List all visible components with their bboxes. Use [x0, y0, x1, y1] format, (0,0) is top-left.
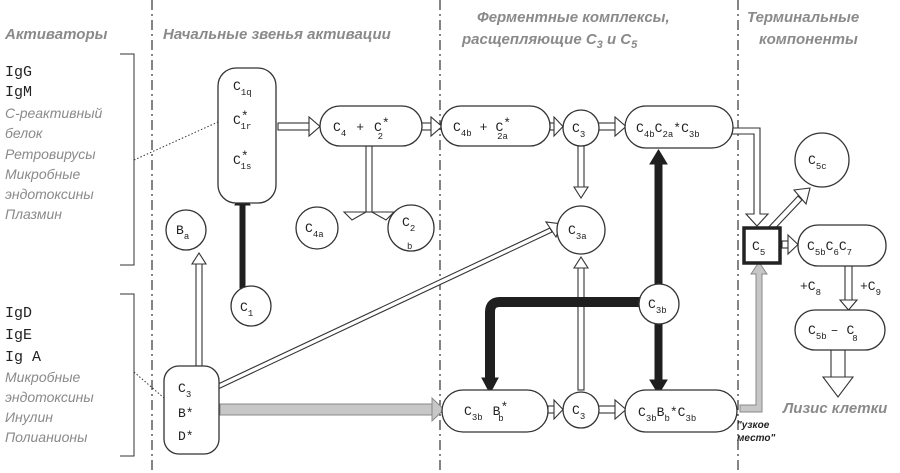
svg-text:C2: C2 — [402, 215, 415, 234]
label-c1s: C*1s — [233, 149, 251, 172]
activator-ige: IgE — [5, 327, 32, 344]
dotted-connector-alternative — [133, 371, 165, 399]
svg-text:C3bB*b: C3bB*b — [464, 400, 508, 424]
arrow-c4c2-to-c4b2a — [420, 115, 443, 138]
svg-text:C4bC2a*C3b: C4bC2a*C3b — [636, 121, 700, 140]
activator-plasmin: Плазмин — [5, 206, 62, 222]
arrow-c3b-to-convertase-top — [649, 149, 668, 289]
node-c2b: C2 b — [387, 204, 435, 252]
header-terminal-line1: Терминальные — [747, 9, 859, 26]
svg-text:C5b–C8: C5b–C8 — [808, 323, 858, 344]
activators-top-list: IgG IgM С-реактивный белок Ретровирусы М… — [5, 64, 103, 222]
svg-text:C3: C3 — [572, 403, 585, 422]
svg-text:C4b+C*2a: C4b+C*2a — [453, 116, 511, 142]
arrow-c5-to-c5b67 — [781, 233, 799, 256]
header-terminal-line2: компоненты — [759, 31, 858, 48]
svg-text:C5: C5 — [752, 239, 765, 258]
activator-iga: Ig A — [5, 349, 41, 366]
node-alt-c3bd: C3 B* D* — [163, 365, 220, 455]
arrow-c3b-to-convertase-bot — [649, 319, 668, 395]
arrow-c5b67-to-c5b8 — [838, 265, 859, 311]
activator-microbial-2: Микробные — [5, 369, 81, 385]
header-activators: Активаторы — [4, 26, 108, 43]
node-c1: C1 — [230, 285, 272, 327]
label-c1q: C1q — [233, 79, 252, 98]
svg-text:b: b — [407, 242, 412, 252]
svg-text:C3b: C3b — [648, 297, 667, 316]
node-c4-c2: C4+C*2 — [319, 105, 423, 147]
activator-inulin: Инулин — [5, 409, 53, 425]
node-c5: C5 — [742, 226, 782, 265]
arrow-convertase-top-to-c5 — [731, 127, 770, 227]
svg-text:C4a: C4a — [305, 221, 324, 240]
activators-top-bracket — [120, 53, 135, 266]
label-cell-lysis: Лизис клетки — [782, 400, 887, 417]
arrow-c1complex-to-c4c2 — [277, 115, 321, 138]
activator-endotoxins: эндотоксины — [5, 186, 94, 202]
svg-text:D*: D* — [178, 429, 194, 444]
arrow-to-ba — [190, 251, 208, 367]
node-c5c: C5c — [794, 132, 850, 188]
arrow-split-c4a-c2b — [342, 145, 396, 221]
node-c3a: C3a — [556, 205, 606, 255]
node-c4a: C4a — [295, 206, 339, 250]
svg-text:C3: C3 — [572, 121, 585, 140]
svg-text:C5c: C5c — [808, 153, 827, 172]
header-enzymes-line1: Ферментные комплексы, — [477, 9, 670, 26]
activator-igm: IgM — [5, 84, 32, 101]
node-c1-complex: C1q C*1r C*1s — [217, 67, 277, 204]
svg-text:C1: C1 — [240, 300, 253, 319]
svg-text:C3: C3 — [178, 381, 191, 400]
arrow-c3-to-c3convertase-top — [595, 115, 627, 138]
header-enzymes-line2: расщепляющие С3 и С5 — [461, 31, 638, 51]
arrow-c3bot-to-c3a — [572, 255, 590, 391]
svg-text:Ba: Ba — [176, 223, 190, 242]
arrow-to-lysis — [821, 349, 855, 398]
label-plus-c9: +C9 — [860, 279, 881, 298]
node-c3-convertase-classical: C4bC2a*C3b — [624, 105, 734, 149]
activator-protein: белок — [5, 125, 44, 141]
node-c3-convertase-alternative: C3bBb*C3b — [624, 389, 738, 433]
activator-c-reactive: С-реактивный — [5, 105, 103, 121]
label-bottleneck-line1: "узкое — [737, 420, 770, 431]
activator-microbial: Микробные — [5, 166, 81, 182]
dotted-connector-classical — [133, 121, 219, 161]
arrow-c1-to-c1complex — [234, 188, 251, 289]
node-c3-top: C3 — [562, 109, 600, 147]
label-plus-c8: +C8 — [800, 279, 821, 298]
activator-retroviruses: Ретровирусы — [5, 146, 96, 162]
svg-text:C3bBb*C3b: C3bBb*C3b — [638, 405, 696, 424]
node-c5b-c6-c7: C5bC6C7 — [797, 224, 887, 267]
node-c3-bottom: C3 — [562, 391, 600, 429]
arrow-c3b-to-c3bbb — [481, 297, 641, 395]
node-c3b: C3b — [638, 283, 680, 325]
arrow-c3bot-to-convertase-bot — [595, 398, 627, 421]
label-bottleneck-line2: место" — [737, 433, 776, 444]
node-c4b-c2a: C4b+C*2a — [440, 105, 551, 147]
svg-text:C4+C*2: C4+C*2 — [333, 116, 390, 142]
svg-text:C5bC6C7: C5bC6C7 — [807, 239, 852, 258]
arrow-grey-to-c5 — [739, 261, 768, 413]
activators-bottom-list: IgD IgE Ig A Микробные эндотоксины Инули… — [5, 305, 94, 445]
header-initial-links: Начальные звенья активации — [163, 26, 391, 43]
arrow-grey-alt-to-c3bbb — [219, 396, 445, 423]
activator-polyanions: Полианионы — [5, 429, 88, 445]
activator-endotoxins-2: эндотоксины — [5, 389, 94, 405]
arrow-c3bbb-to-c3bot — [547, 398, 564, 421]
node-ba: Ba — [165, 209, 207, 251]
activators-bottom-bracket — [120, 293, 135, 457]
arrow-c4b2a-to-c3 — [549, 115, 564, 138]
arrow-c3top-to-c3a — [572, 145, 590, 200]
activator-igg: IgG — [5, 64, 32, 81]
label-c1r: C*1r — [233, 109, 251, 132]
activator-igd: IgD — [5, 305, 32, 322]
svg-text:C3a: C3a — [568, 223, 587, 242]
svg-text:B*: B* — [178, 406, 194, 421]
